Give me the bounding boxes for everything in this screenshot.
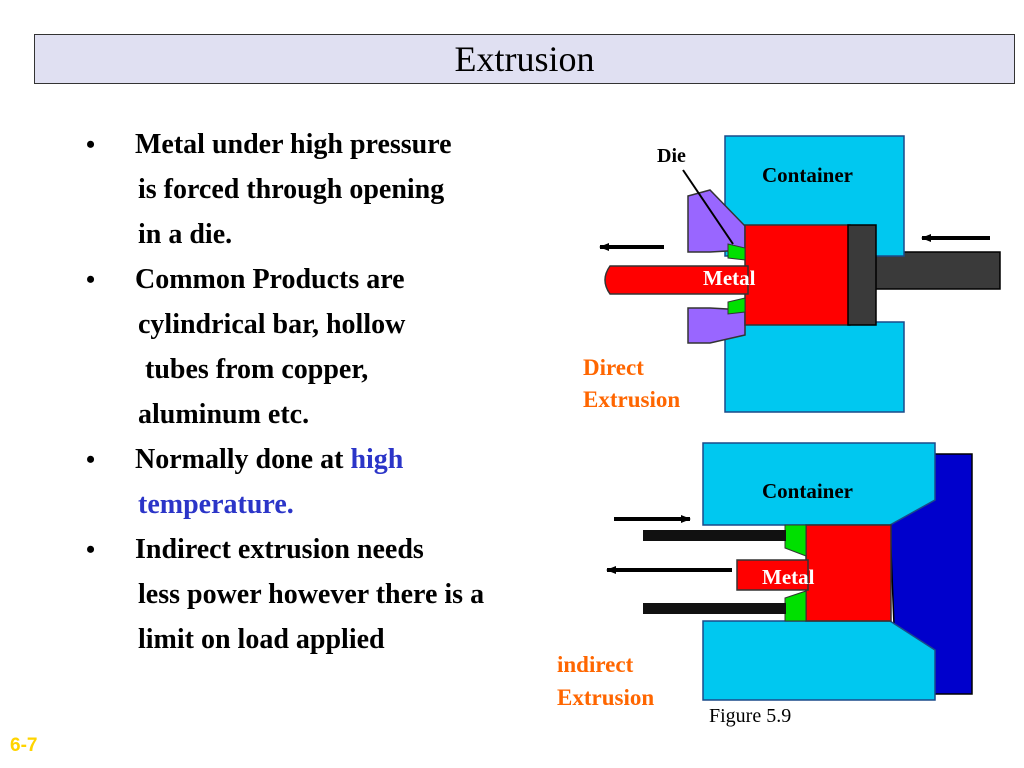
bullet-line: cylindrical bar, hollow: [138, 309, 406, 340]
bullet-line: tubes from copper,: [138, 354, 369, 385]
direct-die-bottom: [687, 307, 746, 344]
bullet-line: temperature.: [138, 489, 294, 520]
indirect-extrusion-diagram: Container Metal indirect Extrusion: [557, 442, 973, 710]
direct-die-tip: [727, 297, 746, 315]
indirect-container-label: Container: [762, 479, 853, 503]
bullet-dot: •: [86, 265, 96, 294]
bullet-dot: •: [86, 535, 96, 564]
indirect-container-bottom: [702, 620, 936, 701]
direct-metal-label: Metal: [703, 266, 756, 290]
bullet-line: Indirect extrusion needs: [135, 534, 424, 565]
bullet-text: Normally done at: [135, 444, 351, 475]
slide-title: Extrusion: [454, 39, 595, 79]
title-bar: Extrusion: [34, 34, 1015, 84]
bullet-item: • Common Products are cylindrical bar, h…: [86, 257, 586, 437]
bullet-line: Metal under high pressure: [135, 129, 452, 160]
bullet-list: • Metal under high pressure is forced th…: [86, 122, 586, 662]
bullet-item: • Normally done at high temperature.: [86, 437, 586, 527]
bullet-dot: •: [86, 130, 96, 159]
bullet-line: is forced through opening: [138, 174, 445, 205]
direct-die-tip: [727, 243, 746, 261]
direct-caption: Extrusion: [583, 387, 680, 412]
direct-container-label: Container: [762, 163, 853, 187]
bullet-line: Normally done at high: [86, 437, 586, 482]
indirect-caption: Extrusion: [557, 685, 654, 710]
bullet-item: • Indirect extrusion needs less power ho…: [86, 527, 586, 662]
indirect-die-tip: [784, 524, 807, 557]
indirect-container-top: [702, 442, 936, 526]
direct-extruded-bar: [604, 265, 749, 295]
bullet-line: Common Products are: [135, 264, 405, 295]
direct-ram-block: [847, 224, 877, 326]
die-label: Die: [657, 145, 686, 167]
bullet-dot: •: [86, 445, 96, 474]
indirect-metal-label: Metal: [762, 565, 815, 589]
bullet-line: aluminum etc.: [138, 399, 310, 430]
direct-billet: [744, 224, 851, 326]
indirect-extruded-bar: [736, 559, 809, 591]
direct-extrusion-diagram: Die Container Metal Direct Extrusion: [583, 135, 1001, 413]
direct-caption: Direct: [583, 355, 644, 380]
indirect-caption: indirect: [557, 652, 634, 677]
figure-caption: Figure 5.9: [709, 705, 792, 727]
bullet-line: limit on load applied: [138, 624, 385, 655]
page-number: 6-7: [10, 735, 38, 756]
bullet-item: • Metal under high pressure is forced th…: [86, 122, 586, 257]
highlight-word: high: [350, 444, 404, 475]
indirect-ram-tube: [643, 603, 786, 614]
indirect-die-tip: [784, 590, 807, 622]
die-pointer-line: [682, 169, 734, 245]
bullet-line: in a die.: [138, 219, 233, 250]
indirect-billet: [805, 524, 892, 622]
indirect-ram-tube: [643, 530, 786, 541]
direct-container-bottom: [724, 321, 905, 413]
bullet-line: less power however there is a: [138, 579, 485, 610]
